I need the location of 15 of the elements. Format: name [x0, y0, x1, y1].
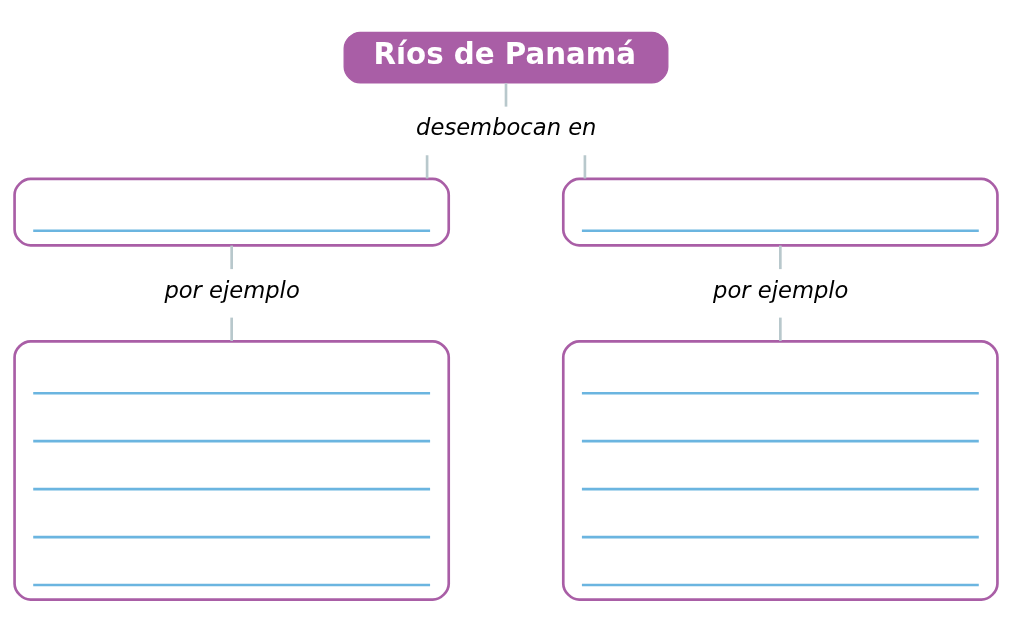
- node-box: [561, 339, 999, 601]
- node-box: [12, 339, 450, 601]
- node-box: [561, 177, 999, 247]
- connector: [778, 317, 782, 341]
- connector: [504, 82, 507, 107]
- node-text: por ejemplo: [712, 275, 848, 302]
- connector: [229, 317, 233, 341]
- connector: [778, 245, 782, 269]
- connector: [583, 154, 586, 178]
- connector: [425, 154, 428, 178]
- node-box: Ríos de Panamá: [343, 31, 668, 84]
- connector: [229, 245, 233, 269]
- node-text: desembocan en: [415, 113, 596, 140]
- node-text: por ejemplo: [163, 275, 300, 302]
- node-box: [12, 177, 450, 247]
